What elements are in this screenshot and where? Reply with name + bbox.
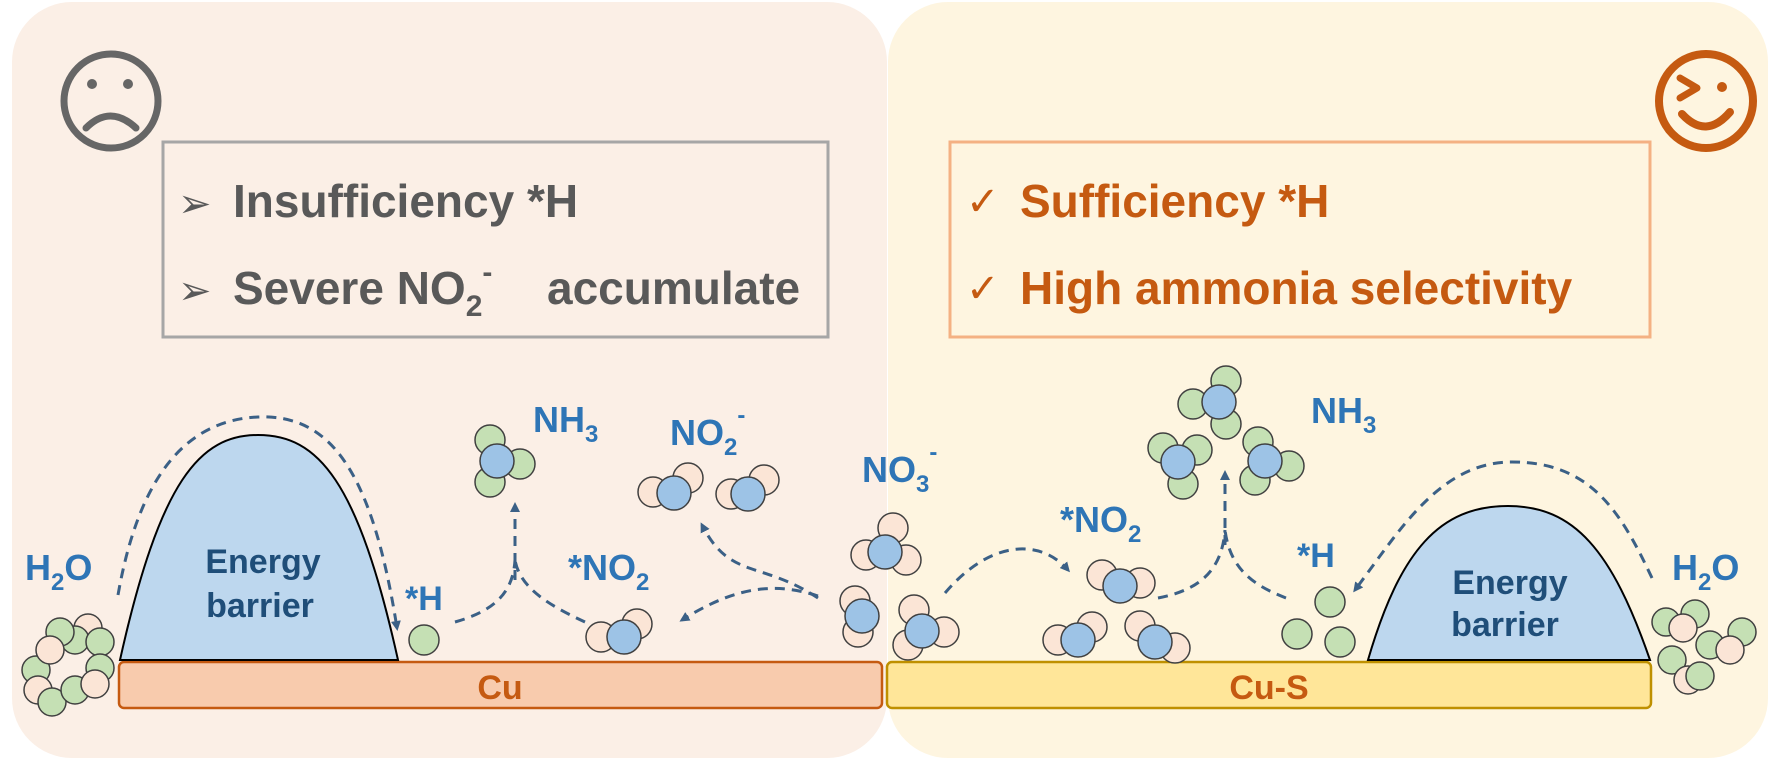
arrow-left-no3-to-star-no2 <box>679 586 819 622</box>
cus-surface-label: Cu-S <box>1229 669 1308 707</box>
cus-surface <box>885 660 1653 710</box>
right-water-molecules <box>1651 599 1757 695</box>
molecules <box>21 365 1757 717</box>
reaction-arrows <box>116 415 1654 631</box>
left-item-2-main: Severe NO <box>233 262 466 314</box>
right-check-2: ✓ <box>966 266 1000 312</box>
left-no2-molecules <box>637 462 780 512</box>
arrow-right-no3-to-star-no2 <box>943 547 1070 594</box>
left-item-2-sub: 2 <box>466 290 483 323</box>
left-nh3-molecule <box>474 424 536 498</box>
right-barrier-label-2: barrier <box>1451 606 1559 644</box>
right-item-1: Sufficiency *H <box>1020 175 1329 227</box>
left-barrier-label-2: barrier <box>206 587 314 625</box>
cu-surface-label: Cu <box>477 669 522 707</box>
right-h-star-label: *H <box>1297 537 1335 575</box>
left-h-star-label: *H <box>405 580 443 618</box>
left-water-molecules <box>21 613 115 717</box>
right-nh3-molecules <box>1147 365 1305 500</box>
left-item-1: Insufficiency *H <box>233 175 578 227</box>
left-barrier-label-1: Energy <box>205 543 320 581</box>
right-energy-barrier <box>1366 504 1652 661</box>
left-star-no2-label: *NO2 <box>568 547 649 596</box>
arrow-left-no2-up <box>513 559 586 624</box>
arrow-right-water-over-barrier <box>1353 460 1654 593</box>
sad-face-icon <box>60 50 162 152</box>
winking-face-icon <box>1655 50 1757 152</box>
right-item-2: High ammonia selectivity <box>1020 262 1573 314</box>
right-info-box <box>948 140 1652 339</box>
right-star-no2-molecules <box>1042 559 1191 664</box>
right-water-label: H2O <box>1672 547 1739 596</box>
left-info-box <box>161 140 830 339</box>
no3-molecules <box>839 512 960 661</box>
no3-label: NO3- <box>862 439 937 498</box>
left-item-2-tail: accumulate <box>547 262 800 314</box>
left-no2-label: NO2- <box>670 402 745 461</box>
right-h-adsorbed <box>1281 586 1356 658</box>
arrow-right-no2-up <box>1157 529 1227 600</box>
arrow-left-no3-to-no2 <box>700 522 819 600</box>
right-star-no2-label: *NO2 <box>1060 499 1141 548</box>
right-check-1: ✓ <box>966 179 1000 225</box>
right-barrier-label-1: Energy <box>1452 564 1567 602</box>
arrow-left-water-over-barrier <box>116 415 401 631</box>
left-item-2: Severe NO2- accumulate <box>233 256 800 323</box>
left-bullet-1: ➢ <box>178 181 212 227</box>
left-nh3-label: NH3 <box>533 399 598 448</box>
left-water-label: H2O <box>25 547 92 596</box>
right-nh3-label: NH3 <box>1311 390 1376 439</box>
left-bullet-2: ➢ <box>178 268 212 314</box>
left-h-adsorbed <box>408 624 440 656</box>
cu-surface <box>117 660 884 710</box>
left-energy-barrier <box>118 433 400 661</box>
left-star-no2-molecule <box>585 608 653 655</box>
left-item-2-sup: - <box>482 256 492 289</box>
